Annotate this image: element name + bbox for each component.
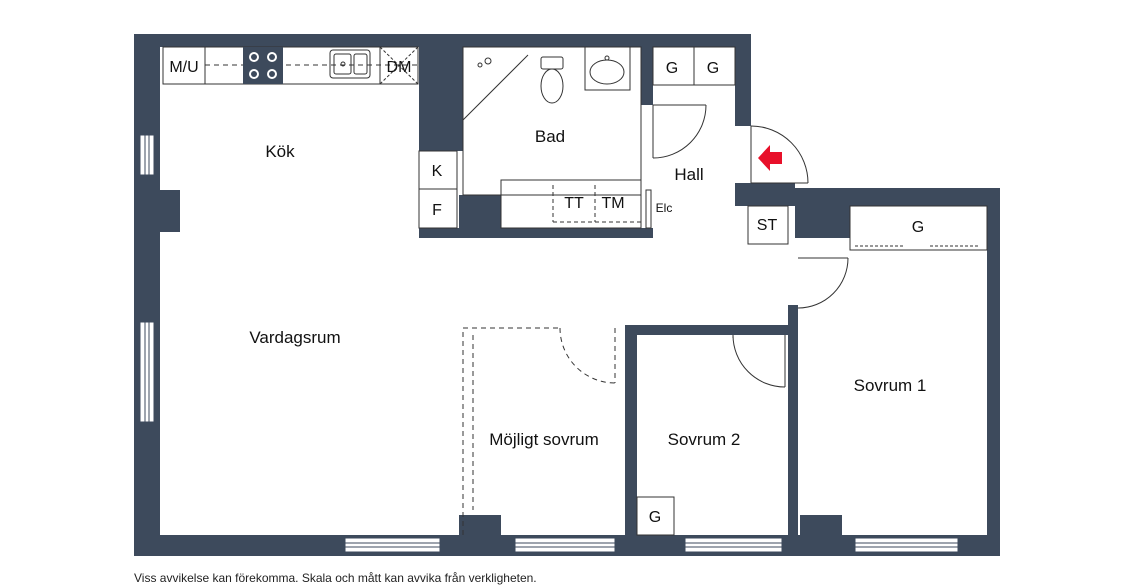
wall-bath-right [641, 47, 653, 105]
room-label-mojligt-sovrum: Möjligt sovrum [489, 430, 599, 449]
wall-outer-right [987, 188, 1000, 556]
possible-bedroom-wall [462, 327, 560, 535]
wall-kitchen-bath [419, 47, 463, 151]
wall-bath-bottom [419, 228, 653, 238]
bath-inner [462, 46, 642, 196]
room-label-sovrum-2: Sovrum 2 [668, 430, 741, 449]
room-label-bad: Bad [535, 127, 565, 146]
fixture-label-g-hall-2: G [707, 60, 719, 77]
entrance-arrow-icon [758, 145, 782, 171]
shower-icon [477, 57, 492, 68]
fixture-label-mu: M/U [169, 59, 198, 76]
bedroom1-wardrobe [849, 205, 988, 251]
toilet-icon [540, 56, 564, 104]
wall-bedroom2-right-pier [785, 325, 798, 335]
window-bottom-3 [684, 537, 783, 553]
kitchen-counter [162, 46, 419, 85]
wall-outer-top-left [134, 34, 419, 47]
sink-icon [329, 49, 371, 79]
stove-icon [243, 47, 283, 84]
elc-box [645, 189, 652, 229]
wall-bath-pier [459, 195, 501, 235]
fixture-label-elc: Elc [656, 201, 673, 215]
fixture-label-g-sovrum-2: G [649, 509, 661, 526]
wall-bottom-pier-1 [459, 515, 501, 555]
fixture-label-tt: TT [564, 195, 584, 212]
storage-st-box [747, 205, 789, 245]
fixture-label-f: F [432, 202, 442, 219]
fixture-label-st: ST [757, 217, 778, 234]
wall-left-pier [150, 190, 180, 232]
room-label-kok: Kök [265, 142, 295, 161]
hall-wardrobe-2 [693, 46, 736, 86]
wall-outer-left [134, 34, 160, 556]
room-label-hall: Hall [674, 165, 703, 184]
fixture-label-dm: DM [387, 59, 412, 76]
fixture-label-g-hall-1: G [666, 60, 678, 77]
fixture-label-g-sovrum-1: G [912, 219, 924, 236]
window-left-upper [139, 134, 155, 176]
wall-bedroom2-top [625, 325, 785, 335]
washbasin-icon [584, 46, 631, 91]
window-bottom-2 [514, 537, 616, 553]
wall-outer-top-right [419, 34, 751, 47]
bedroom2-wardrobe [636, 496, 675, 536]
room-label-sovrum-1: Sovrum 1 [854, 376, 927, 395]
room-label-vardagsrum: Vardagsrum [249, 328, 340, 347]
window-bottom-1 [344, 537, 441, 553]
window-bottom-4 [854, 537, 959, 553]
dishwasher-cross [379, 46, 419, 85]
interior-lines [162, 46, 988, 536]
fixture-label-tm: TM [601, 195, 624, 212]
disclaimer-text: Viss avvikelse kan förekomma. Skala och … [134, 571, 537, 585]
wall-outer-right-top [735, 34, 751, 126]
fixture-label-k: K [432, 163, 443, 180]
wall-outer-right-mid [735, 183, 795, 206]
wall-hall-st [795, 188, 850, 238]
laundry-counter [500, 179, 642, 229]
freezer-f-box [418, 188, 458, 229]
wall-bottom-pier-2 [800, 515, 842, 555]
wall-bedroom2-left [625, 325, 637, 555]
windows [139, 134, 959, 553]
wall-bedroom1-left [788, 305, 798, 555]
window-left-lower [139, 321, 155, 423]
walls [134, 34, 1000, 556]
